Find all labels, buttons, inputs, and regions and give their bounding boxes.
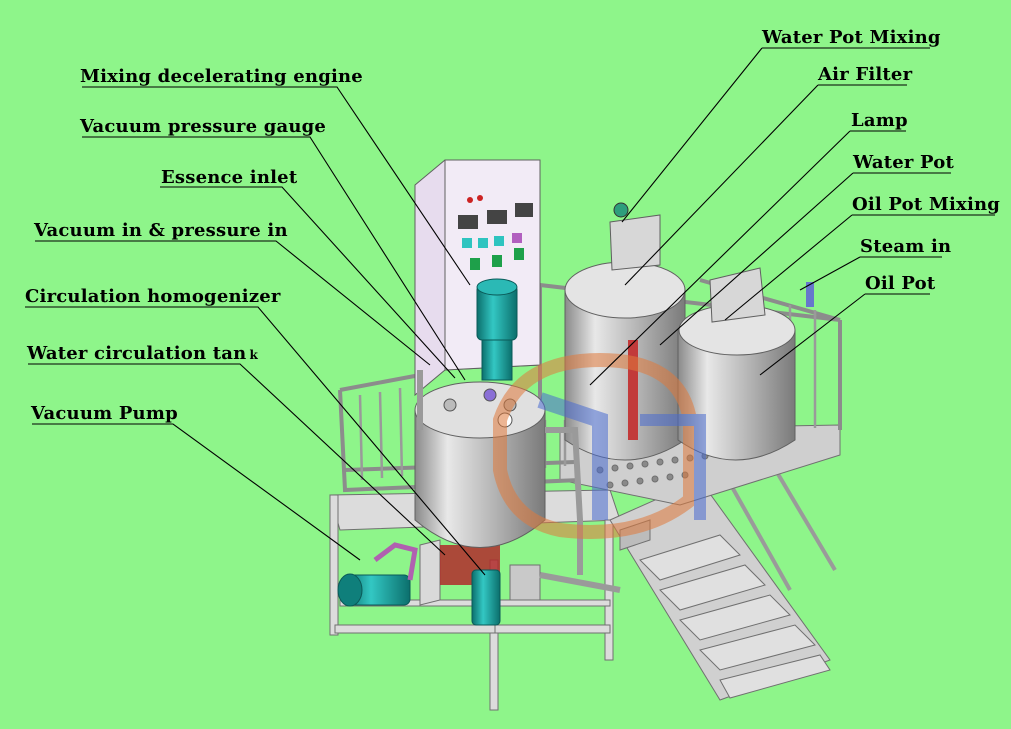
label-water-pot-mixing: Water Pot Mixing xyxy=(762,27,941,48)
label-oil-pot: Oil Pot xyxy=(865,273,936,294)
label-water-circulation-tank-suffix: k xyxy=(249,348,258,362)
label-water-circulation-tank-main: Water circulation tan xyxy=(27,343,247,364)
piping xyxy=(417,370,621,593)
label-vacuum-pump: Vacuum Pump xyxy=(31,403,178,424)
mixing-motor xyxy=(476,278,518,381)
label-vacuum-in-pressure-in: Vacuum in & pressure in xyxy=(34,220,288,241)
label-vacuum-pressure-gauge: Vacuum pressure gauge xyxy=(80,116,327,137)
label-circulation-homogenizer: Circulation homogenizer xyxy=(25,286,281,307)
leader-lines xyxy=(25,47,995,576)
label-steam-in: Steam in xyxy=(860,236,952,257)
label-air-filter: Air Filter xyxy=(818,64,913,85)
oil-pot-vessel xyxy=(677,267,814,461)
label-essence-inlet: Essence inlet xyxy=(161,167,298,188)
label-lamp: Lamp xyxy=(851,110,908,131)
label-oil-pot-mixing: Oil Pot Mixing xyxy=(852,194,1001,215)
label-mixing-decelerating-engine: Mixing decelerating engine xyxy=(80,66,363,87)
vacuum-pump-part xyxy=(337,542,418,607)
label-water-pot: Water Pot xyxy=(853,152,955,173)
watermark-logo xyxy=(493,352,706,539)
control-cabinet xyxy=(414,159,541,397)
homogenizer-motor xyxy=(471,569,501,626)
